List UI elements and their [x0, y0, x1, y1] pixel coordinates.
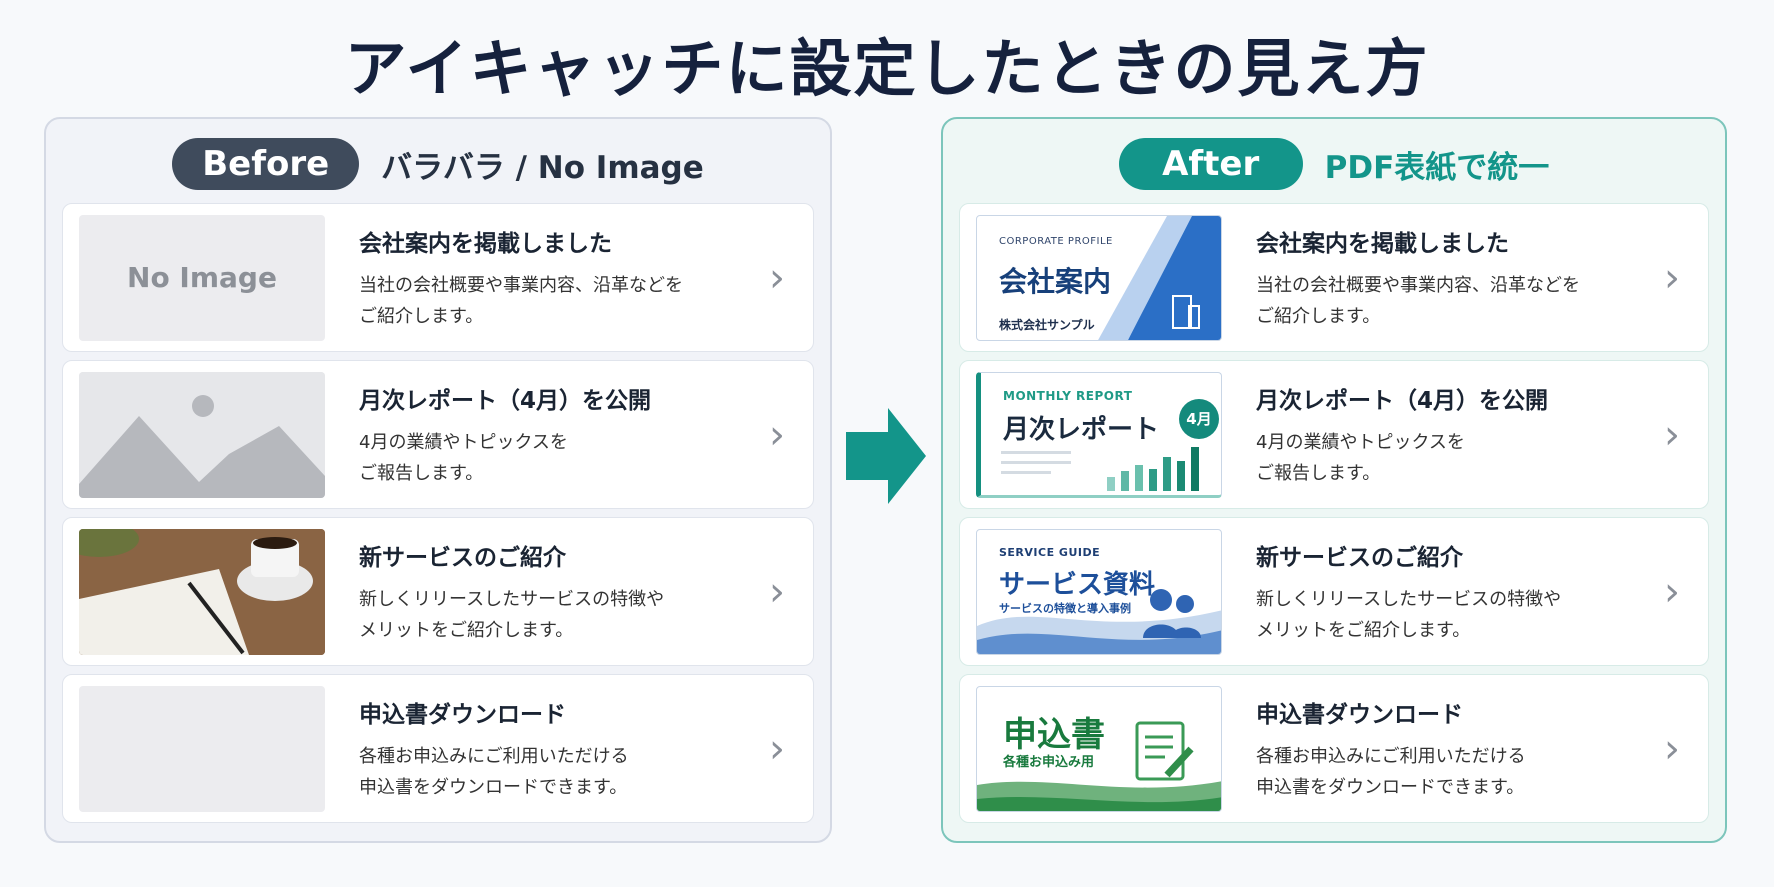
no-image-placeholder: No Image [79, 214, 325, 341]
pdf-cover-company: CORPORATE PROFILE 会社案内 株式会社サンプル [976, 214, 1222, 341]
blank-thumbnail [79, 685, 325, 812]
before-badge: Before [172, 138, 360, 190]
card-description: 当社の会社概要や事業内容、沿革などを ご紹介します。 [1256, 274, 1580, 327]
card-title: 会社案内を掲載しました [1256, 230, 1509, 257]
pdf-label: CORPORATE PROFILE [999, 235, 1113, 247]
card-description: 4月の業績やトピックスを ご報告します。 [359, 431, 568, 484]
card-title: 月次レポート（4月）を公開 [359, 387, 652, 414]
chevron-right-icon[interactable]: › [1664, 411, 1680, 458]
card-title: 月次レポート（4月）を公開 [1256, 387, 1549, 414]
pdf-subtitle: サービスの特徴と導入事例 [999, 601, 1131, 615]
pdf-cover-service: SERVICE GUIDE サービス資料 サービスの特徴と導入事例 [976, 528, 1222, 655]
card-description: 各種お申込みにご利用いただける 申込書をダウンロードできます。 [1256, 745, 1526, 798]
before-card-service[interactable]: 新サービスのご紹介 新しくリリースしたサービスの特徴や メリットをご紹介します。… [62, 517, 814, 666]
card-description: 4月の業績やトピックスを ご報告します。 [1256, 431, 1465, 484]
pdf-subtitle: 各種お申込み用 [1003, 754, 1095, 770]
chevron-right-icon[interactable]: › [1664, 725, 1680, 772]
pdf-cover-monthly: MONTHLY REPORT 月次レポート 4月 [976, 371, 1222, 498]
pdf-title: 月次レポート [1003, 414, 1160, 445]
card-title: 申込書ダウンロード [1256, 701, 1463, 728]
pdf-label: SERVICE GUIDE [999, 545, 1101, 559]
pdf-cover-application: 申込書 各種お申込み用 [976, 685, 1222, 812]
pdf-title: サービス資料 [999, 569, 1156, 600]
card-description: 当社の会社概要や事業内容、沿革などを ご紹介します。 [359, 274, 683, 327]
card-description: 新しくリリースしたサービスの特徴や メリットをご紹介します。 [1256, 588, 1562, 641]
chevron-right-icon[interactable]: › [769, 411, 785, 458]
pdf-title: 会社案内 [999, 264, 1112, 298]
after-caption: PDF表紙で統一 [1324, 149, 1550, 186]
after-panel: After PDF表紙で統一 CORPORATE PROFILE 会社案内 株式… [941, 117, 1727, 843]
after-card-company[interactable]: CORPORATE PROFILE 会社案内 株式会社サンプル 会社案内を掲載し… [959, 203, 1709, 352]
before-caption: バラバラ / No Image [381, 149, 704, 186]
card-description: 各種お申込みにご利用いただける 申込書をダウンロードできます。 [359, 745, 629, 798]
month-badge: 4月 [1179, 398, 1219, 439]
chevron-right-icon[interactable]: › [769, 568, 785, 615]
card-title: 申込書ダウンロード [359, 701, 566, 728]
chevron-right-icon[interactable]: › [769, 725, 785, 772]
pdf-subtitle: 株式会社サンプル [999, 317, 1095, 332]
after-header: After PDF表紙で統一 [959, 133, 1709, 195]
after-card-application[interactable]: 申込書 各種お申込み用 申込書ダウンロード 各種お申込みにご利用いただける 申込… [959, 674, 1709, 823]
no-image-label: No Image [127, 261, 277, 294]
after-card-monthly[interactable]: MONTHLY REPORT 月次レポート 4月 月次レポート（4月）を公開 4… [959, 360, 1709, 509]
before-panel: Before バラバラ / No Image No Image 会社案内を掲載し… [44, 117, 832, 843]
card-title: 会社案内を掲載しました [359, 230, 612, 257]
before-card-company[interactable]: No Image 会社案内を掲載しました 当社の会社概要や事業内容、沿革などを … [62, 203, 814, 352]
card-title: 新サービスのご紹介 [359, 544, 566, 571]
image-placeholder-icon [79, 371, 325, 498]
coffee-notebook-photo [79, 528, 325, 655]
after-card-service[interactable]: SERVICE GUIDE サービス資料 サービスの特徴と導入事例 新サービスの… [959, 517, 1709, 666]
before-card-application[interactable]: 申込書ダウンロード 各種お申込みにご利用いただける 申込書をダウンロードできます… [62, 674, 814, 823]
chevron-right-icon[interactable]: › [769, 254, 785, 301]
pdf-label: MONTHLY REPORT [1003, 388, 1133, 403]
chevron-right-icon[interactable]: › [1664, 254, 1680, 301]
before-card-monthly[interactable]: 月次レポート（4月）を公開 4月の業績やトピックスを ご報告します。 › [62, 360, 814, 509]
page-title: アイキャッチに設定したときの見え方 [344, 32, 1430, 105]
pdf-title: 申込書 [1003, 714, 1105, 755]
arrow-right-icon [846, 408, 926, 504]
chevron-right-icon[interactable]: › [1664, 568, 1680, 615]
after-badge: After [1118, 138, 1303, 190]
card-title: 新サービスのご紹介 [1256, 544, 1463, 571]
before-header: Before バラバラ / No Image [62, 133, 814, 195]
card-description: 新しくリリースしたサービスの特徴や メリットをご紹介します。 [359, 588, 665, 641]
